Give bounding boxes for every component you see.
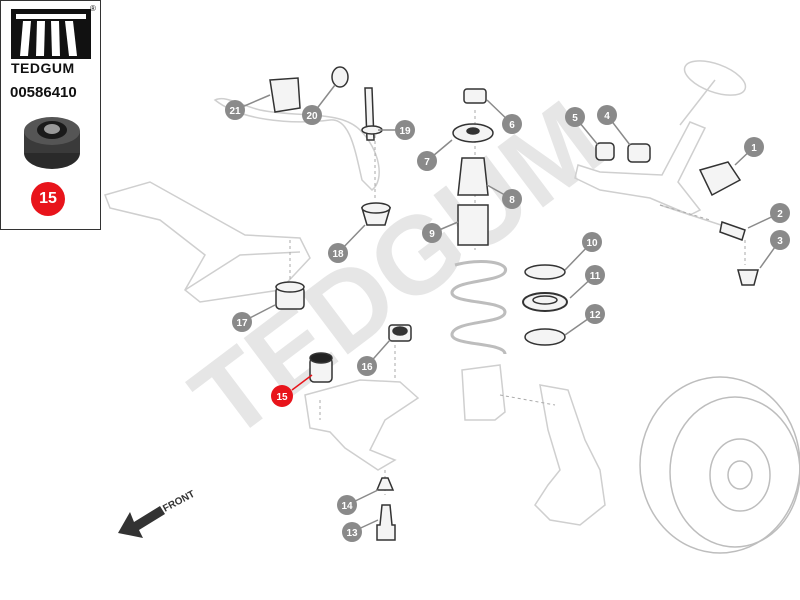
callout-9-label: 9 [429,229,435,240]
callout-3[interactable]: 3 [759,230,790,269]
tedgum-logo-icon [11,9,91,59]
callout-8-label: 8 [509,195,515,206]
suspension-parts [269,66,759,541]
callout-5[interactable]: 5 [565,107,599,146]
callout-4-label: 4 [604,111,610,122]
callout-6-label: 6 [509,120,515,131]
callout-20-label: 20 [306,111,318,122]
callout-7-label: 7 [424,157,430,168]
callout-1-label: 1 [751,143,757,154]
callout-16[interactable]: 16 [357,339,391,376]
callout-8[interactable]: 8 [486,184,522,209]
callout-19[interactable]: 19 [378,120,415,140]
callout-13-label: 13 [346,528,358,539]
callout-7[interactable]: 7 [417,139,453,171]
callout-15[interactable]: 15 [271,374,313,407]
callout-13[interactable]: 13 [342,519,379,542]
callout-10-label: 10 [586,238,598,249]
callout-20[interactable]: 20 [302,84,336,125]
callout-14[interactable]: 14 [337,489,379,515]
callout-2-label: 2 [777,209,783,220]
callout-21-label: 21 [229,106,241,117]
callout-17[interactable]: 17 [232,304,276,332]
callout-18[interactable]: 18 [328,224,366,263]
callout-1[interactable]: 1 [734,137,764,166]
callout-12[interactable]: 12 [564,304,605,336]
callout-9[interactable]: 9 [422,221,459,243]
callout-10[interactable]: 10 [564,232,602,271]
callout-5-label: 5 [572,113,578,124]
front-label: FRONT [161,489,197,515]
callout-18-label: 18 [332,249,344,260]
callout-12-label: 12 [589,310,601,321]
callout-3-label: 3 [777,236,783,247]
callout-19-label: 19 [399,126,411,137]
callout-2[interactable]: 2 [747,203,790,229]
callout-16-label: 16 [361,362,373,373]
callout-6[interactable]: 6 [486,99,522,134]
callout-21[interactable]: 21 [225,94,271,120]
part-number: 00586410 [10,84,77,101]
callout-14-label: 14 [341,501,353,512]
callout-11[interactable]: 11 [569,265,605,299]
callout-17-label: 17 [236,318,248,329]
callout-11-label: 11 [590,271,601,282]
registered-mark: ® [90,4,96,13]
brand-name: TEDGUM [11,60,75,76]
suspension-outline [104,60,800,554]
bushing-product-image [24,117,80,169]
callout-15-label: 15 [276,392,288,403]
callout-4[interactable]: 4 [597,105,631,146]
front-direction-arrow: FRONT [118,489,197,538]
position-badge: 15 [31,182,65,216]
product-info-panel: ® TEDGUM 00586410 15 [0,0,101,230]
